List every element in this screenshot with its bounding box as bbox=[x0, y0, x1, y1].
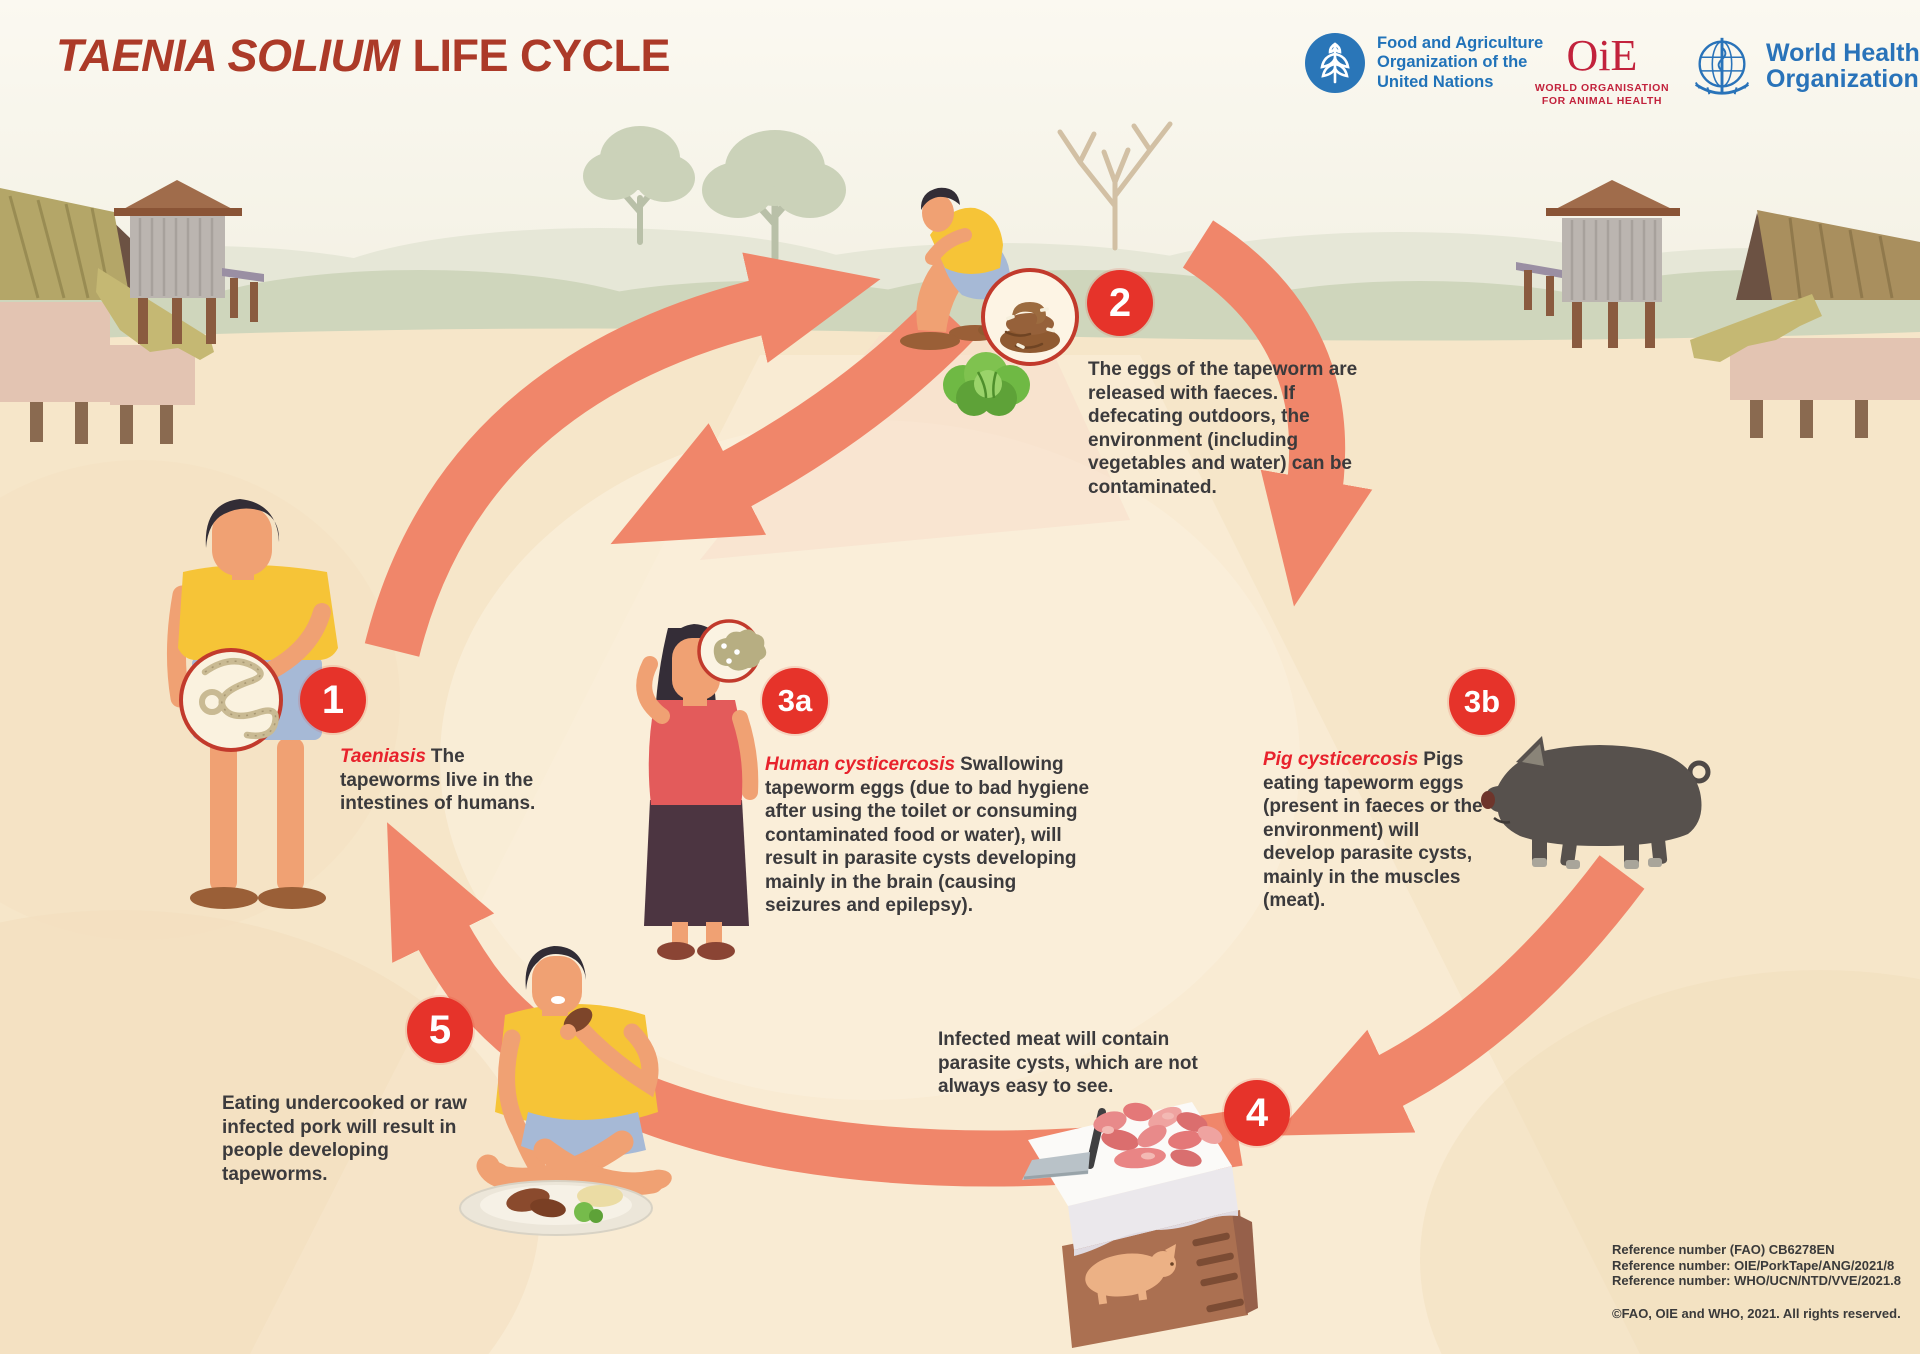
stilt-hut-left bbox=[114, 180, 264, 344]
fao-logo: Food and Agriculture Organization of the… bbox=[1303, 30, 1543, 96]
arrow-3b-to-4 bbox=[1274, 855, 1645, 1136]
bare-tree bbox=[1057, 121, 1173, 251]
title-species: TAENIA SOLIUM bbox=[56, 30, 400, 81]
title-rest: LIFE CYCLE bbox=[412, 30, 670, 81]
step-lead-3a: Human cysticercosis bbox=[765, 754, 956, 775]
arrow-2-to-3b bbox=[1182, 220, 1373, 607]
step-lead-3b: Pig cysticercosis bbox=[1263, 749, 1419, 770]
reference-numbers: Reference number (FAO) CB6278EN Referenc… bbox=[1612, 1242, 1901, 1288]
step-lead-1: Taeniasis bbox=[340, 746, 426, 767]
meat-pieces bbox=[1093, 1102, 1223, 1169]
stilt-hut-right bbox=[1516, 180, 1680, 348]
oie-logo: OiE WORLD ORGANISATION FOR ANIMAL HEALTH bbox=[1532, 34, 1672, 108]
copyright-notice: ©FAO, OIE and WHO, 2021. All rights rese… bbox=[1612, 1306, 1901, 1321]
village-hut-right bbox=[1690, 210, 1920, 438]
step-badge-4: 4 bbox=[1224, 1080, 1290, 1146]
lettuce bbox=[943, 352, 1030, 416]
step-text-2: The eggs of the tapeworm are released wi… bbox=[1088, 359, 1358, 498]
step-text-4: Infected meat will contain parasite cyst… bbox=[938, 1029, 1198, 1097]
tree-sage-large bbox=[702, 130, 846, 262]
eating-man bbox=[459, 946, 672, 1236]
village-hut-left bbox=[0, 188, 214, 444]
pig bbox=[1481, 736, 1711, 869]
who-logo-text: World Health Organization bbox=[1766, 39, 1920, 93]
step-badge-3a: 3a bbox=[762, 668, 828, 734]
fao-logo-text: Food and Agriculture Organization of the… bbox=[1377, 33, 1544, 91]
step-badge-2: 2 bbox=[1087, 270, 1153, 336]
oie-emblem-icon: OiE bbox=[1566, 31, 1638, 80]
tree-sage-small bbox=[583, 126, 695, 245]
who-logo: World Health Organization bbox=[1688, 32, 1920, 100]
defecating-man bbox=[900, 187, 1010, 350]
box-pig-print bbox=[1085, 1244, 1176, 1305]
step-badge-3b: 3b bbox=[1449, 669, 1515, 735]
meat-stall bbox=[1022, 1102, 1258, 1348]
oie-logo-text: WORLD ORGANISATION FOR ANIMAL HEALTH bbox=[1534, 82, 1670, 107]
faeces-magnifier bbox=[981, 268, 1079, 366]
step-text-5: Eating undercooked or raw infected pork … bbox=[222, 1093, 467, 1185]
standing-man-tapeworm-magnifier bbox=[166, 499, 338, 909]
who-emblem-icon bbox=[1694, 37, 1750, 95]
step-badge-5: 5 bbox=[407, 997, 473, 1063]
woman-headache bbox=[636, 619, 767, 960]
step-badge-1: 1 bbox=[300, 667, 366, 733]
fao-emblem-icon bbox=[1305, 33, 1365, 93]
arrow-1-to-2 bbox=[364, 252, 881, 657]
